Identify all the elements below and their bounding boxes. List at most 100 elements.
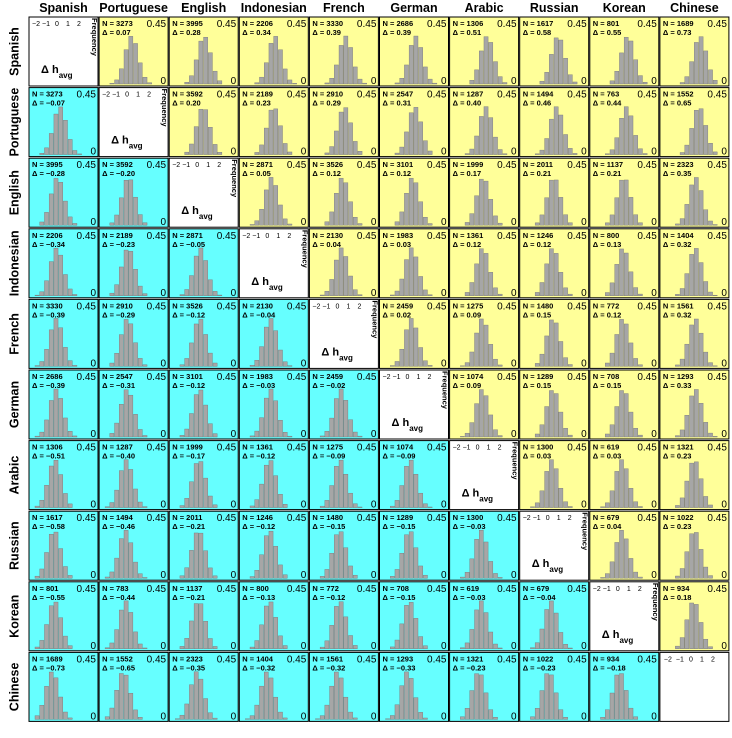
- x-tick-label: −1: [676, 656, 684, 663]
- histogram-bar: [479, 530, 484, 579]
- y-max-label: 0.45: [497, 160, 517, 171]
- n-count-label: N = 1494: [523, 90, 554, 99]
- histogram-bar: [694, 461, 699, 508]
- histogram-bar: [404, 534, 409, 579]
- histogram-bar: [689, 184, 694, 226]
- y-min-label: 0: [161, 641, 167, 652]
- y-min-label: 0: [161, 429, 167, 440]
- y-min-label: 0: [90, 429, 96, 440]
- histogram-bar: [268, 318, 274, 367]
- y-min-label: 0: [721, 217, 727, 228]
- histogram-bar: [343, 35, 349, 85]
- histogram-bar: [712, 294, 718, 296]
- histogram-bar: [142, 435, 148, 438]
- histogram-bar: [684, 273, 690, 297]
- y-max-label: 0.45: [497, 90, 517, 101]
- histogram-bar: [67, 717, 73, 720]
- histogram-bar: [287, 435, 293, 438]
- y-min-label: 0: [301, 641, 307, 652]
- histogram-bar: [34, 435, 40, 438]
- histogram-bar: [184, 289, 189, 297]
- histogram-bar: [362, 82, 368, 85]
- histogram-bar: [334, 534, 339, 579]
- n-count-label: N = 3995: [32, 160, 63, 169]
- y-min-label: 0: [511, 217, 517, 228]
- delta-label: Δ = −0.12: [312, 593, 345, 602]
- histogram-bar: [684, 480, 690, 508]
- x-tick-label: −2: [523, 515, 531, 522]
- delta-label: Δ = 0.12: [312, 169, 341, 178]
- n-count-label: N = 679: [593, 513, 619, 522]
- histogram-bar: [348, 492, 353, 508]
- histogram-bar: [179, 364, 185, 367]
- histogram-bar: [208, 127, 213, 155]
- y-min-label: 0: [161, 711, 167, 722]
- histogram-bar: [614, 471, 620, 508]
- y-min-label: 0: [441, 147, 447, 158]
- n-count-label: N = 3995: [172, 19, 203, 28]
- histogram-bar: [423, 66, 428, 85]
- histogram-bar: [58, 327, 63, 367]
- n-count-label: N = 1293: [663, 372, 694, 381]
- histogram-bar: [67, 645, 73, 649]
- histogram-bar: [460, 716, 465, 720]
- y-min-label: 0: [581, 500, 587, 511]
- n-count-label: N = 2686: [32, 372, 63, 381]
- histogram-bar: [133, 488, 138, 508]
- x-tick-label: 2: [217, 162, 221, 169]
- histogram-bar: [63, 200, 68, 226]
- y-max-label: 0.45: [287, 19, 307, 30]
- histogram-bar: [189, 481, 194, 508]
- delta-label: Δ = −0.40: [102, 452, 135, 461]
- histogram-bar: [39, 640, 45, 650]
- histogram-bar: [39, 221, 45, 226]
- histogram-bar: [287, 79, 293, 85]
- histogram-bar: [329, 146, 334, 155]
- y-axis-label: Frequency: [370, 300, 379, 339]
- histogram-bar: [72, 150, 78, 155]
- delta-label: Δ = −0.23: [102, 240, 135, 249]
- y-max-label: 0.45: [147, 654, 167, 665]
- panel-background: [238, 228, 309, 299]
- y-min-label: 0: [441, 641, 447, 652]
- histogram-bar: [353, 141, 358, 155]
- histogram-bar: [34, 646, 40, 649]
- n-count-label: N = 1404: [663, 231, 694, 240]
- n-count-label: N = 2206: [242, 19, 273, 28]
- histogram-bar: [460, 436, 465, 438]
- histogram-bar: [483, 692, 489, 720]
- y-min-label: 0: [581, 217, 587, 228]
- y-min-label: 0: [721, 288, 727, 299]
- y-axis-label: Frequency: [441, 371, 450, 410]
- histogram-bar: [259, 624, 264, 650]
- histogram-bar: [628, 558, 634, 579]
- histogram-bar: [614, 137, 620, 155]
- delta-label: Δ = 0.07: [102, 28, 131, 37]
- histogram-bar: [703, 209, 709, 226]
- histogram-bar: [329, 279, 334, 296]
- delta-label: Δ = 0.32: [663, 240, 692, 249]
- histogram-bar: [133, 342, 138, 367]
- panel-background: [449, 440, 520, 511]
- histogram-bar: [353, 431, 358, 438]
- histogram-bar: [633, 59, 638, 85]
- n-count-label: N = 801: [593, 19, 619, 28]
- n-count-label: N = 2686: [383, 19, 414, 28]
- y-min-label: 0: [161, 570, 167, 581]
- n-count-label: N = 1275: [312, 443, 343, 452]
- histogram-bar: [684, 619, 690, 649]
- n-count-label: N = 1361: [242, 443, 273, 452]
- y-max-label: 0.45: [217, 90, 237, 101]
- histogram-bar: [633, 214, 638, 226]
- n-count-label: N = 1289: [523, 372, 554, 381]
- histogram-bar: [104, 506, 110, 508]
- y-max-label: 0.45: [357, 160, 377, 171]
- y-axis-label: Frequency: [651, 583, 660, 622]
- y-min-label: 0: [371, 500, 377, 511]
